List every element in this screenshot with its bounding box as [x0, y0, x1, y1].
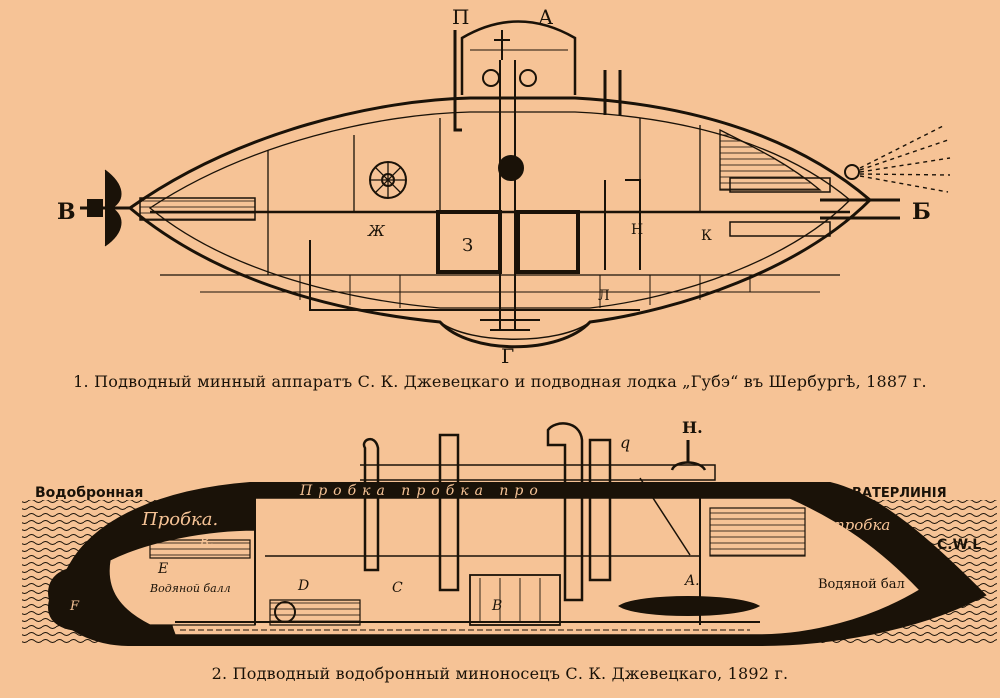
label-l: Л — [598, 288, 610, 304]
label-c: C — [392, 580, 403, 596]
label-a2: A. — [683, 573, 700, 589]
label-probka-right: пробка — [835, 516, 890, 534]
label-n: Н — [631, 222, 643, 238]
periscope — [453, 30, 462, 132]
label-r: R. — [199, 534, 214, 549]
label-q: q — [620, 433, 630, 452]
label-b: Б — [912, 199, 931, 225]
label-vaterliniya: ВАТЕРЛИНІЯ — [852, 486, 947, 501]
label-vodyanoy-ballast-right: Водяной бал — [818, 577, 905, 592]
ventilator-3 — [546, 422, 584, 602]
label-probka-mid: Пробка пробка про — [299, 483, 544, 499]
torpedo — [618, 596, 761, 616]
ventilator-4 — [588, 438, 612, 582]
label-vodyanoy-ballast-left: Водяной балл — [149, 582, 231, 595]
label-d: D — [297, 578, 309, 594]
label-v: В — [57, 199, 76, 225]
figure-2-torpedo-boat — [48, 422, 987, 646]
figure-1-caption: 1. Подводный минный аппаратъ С. К. Джеве… — [73, 372, 927, 391]
label-g: Г — [501, 344, 514, 368]
label-h: H. — [682, 418, 703, 437]
label-p: П — [452, 5, 469, 29]
label-cwl: C.W.L — [937, 537, 981, 553]
hull-outline — [127, 96, 873, 349]
label-k: К — [701, 228, 712, 244]
ventilator-1 — [362, 438, 380, 572]
label-b2: B — [491, 598, 502, 614]
water-spray — [859, 124, 951, 193]
ventilator-2 — [438, 433, 460, 592]
label-f: F — [69, 599, 80, 614]
label-vodobronnaya: Водобронная — [35, 485, 143, 501]
conning-tower — [460, 20, 577, 95]
label-a: А — [538, 5, 553, 29]
figure-2-caption: 2. Подводный водобронный миноносецъ С. К… — [211, 664, 789, 683]
label-e: E — [157, 561, 168, 577]
label-probka-left: Пробка. — [141, 509, 218, 530]
figure-1-submarine — [80, 20, 951, 349]
label-zh: Ж — [367, 222, 386, 240]
label-z: З — [462, 235, 473, 256]
